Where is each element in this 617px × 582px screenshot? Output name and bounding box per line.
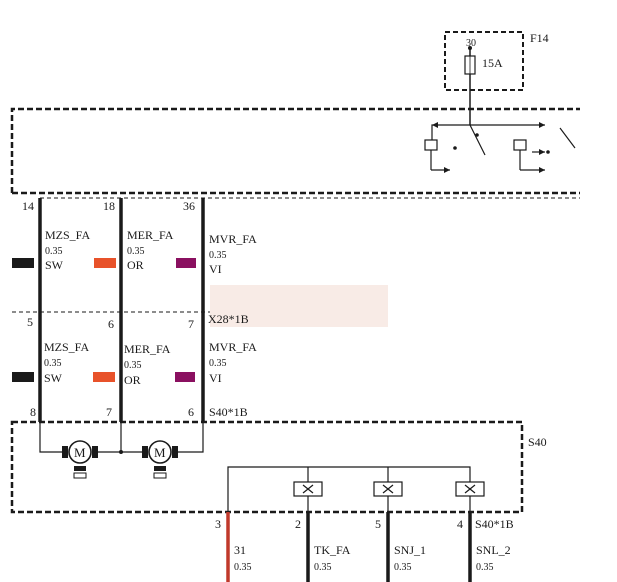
wire-gauge-tk-fa: 0.35: [314, 562, 332, 573]
connector-x28: X28*1B: [12, 311, 249, 326]
wire-gauge-mvr-upper: 0.35: [209, 250, 227, 261]
fuse-terminal-label: 30: [466, 38, 476, 49]
upper-wire-section: 14 18 36 MZS_FA 0.35 SW MER_FA 0.35 OR M…: [12, 198, 388, 327]
module-s40-label: S40: [528, 435, 547, 449]
pin-6-label: 6: [108, 317, 114, 331]
connector-s40-label-mid: S40*1B: [209, 405, 248, 419]
wire-gauge-31: 0.35: [234, 562, 252, 573]
fuse-id-label: F14: [530, 31, 549, 45]
wire-name-snl-2: SNL_2: [476, 543, 511, 557]
motor-1-icon: M: [62, 440, 98, 479]
wire-gauge-mzs-lower: 0.35: [44, 358, 62, 369]
wire-name-tk-fa: TK_FA: [314, 543, 351, 557]
pin-4-label: 4: [457, 517, 463, 531]
relay-right-icon: [470, 122, 576, 173]
module-s40: S40 M M: [10, 420, 547, 514]
color-swatch-or-upper: [94, 258, 116, 268]
color-swatch-or-lower: [93, 372, 115, 382]
wire-name-mzs-lower: MZS_FA: [44, 340, 89, 354]
color-swatch-vi-lower: [175, 372, 195, 382]
relay-left-icon: [424, 122, 486, 173]
lamp-2-icon: [373, 481, 403, 497]
lamp-1-icon: [293, 481, 323, 497]
wire-color-mvr-upper: VI: [209, 262, 222, 276]
wire-color-mzs-lower: SW: [44, 371, 63, 385]
pin-7-label: 7: [188, 317, 194, 331]
wire-name-mvr-lower: MVR_FA: [209, 340, 257, 354]
wire-color-mer-upper: OR: [127, 258, 144, 272]
pin-8-label: 8: [30, 405, 36, 419]
wire-color-mer-lower: OR: [124, 373, 141, 387]
pin-18-label: 18: [103, 199, 115, 213]
wire-gauge-mzs-upper: 0.35: [45, 246, 63, 257]
wire-name-mzs-upper: MZS_FA: [45, 228, 90, 242]
motor-2-icon: M: [142, 440, 178, 479]
wire-color-mzs-upper: SW: [45, 258, 64, 272]
pin-2-label: 2: [295, 517, 301, 531]
pin-36-label: 36: [183, 199, 195, 213]
wire-name-mer-lower: MER_FA: [124, 342, 171, 356]
svg-text:M: M: [74, 445, 86, 460]
wire-name-31: 31: [234, 543, 246, 557]
fuse-rating-label: 15A: [482, 56, 503, 70]
wire-color-mvr-lower: VI: [209, 371, 222, 385]
wire-name-mvr-upper: MVR_FA: [209, 232, 257, 246]
color-swatch-vi-upper: [176, 258, 196, 268]
svg-text:M: M: [154, 445, 166, 460]
control-unit-housing: [10, 90, 580, 199]
wire-gauge-mer-lower: 0.35: [124, 360, 142, 371]
pin-7-bottom-label: 7: [106, 405, 112, 419]
pin-6-bottom-label: 6: [188, 405, 194, 419]
wire-gauge-mer-upper: 0.35: [127, 246, 145, 257]
bottom-wire-section: 3 2 5 4 S40*1B 31 0.35 TK_FA 0.35 SNJ_1 …: [215, 512, 514, 582]
wire-gauge-snj-1: 0.35: [394, 562, 412, 573]
middle-wire-section: 5 6 7 MZS_FA 0.35 SW MER_FA 0.35 OR MVR_…: [12, 312, 257, 422]
connector-s40-label-bottom: S40*1B: [475, 517, 514, 531]
wire-gauge-snl-2: 0.35: [476, 562, 494, 573]
pin-5-bottom-label: 5: [375, 517, 381, 531]
pin-14-label: 14: [22, 199, 34, 213]
wire-name-snj-1: SNJ_1: [394, 543, 426, 557]
wire-name-mer-upper: MER_FA: [127, 228, 174, 242]
pin-3-label: 3: [215, 517, 221, 531]
lamp-3-icon: [455, 481, 485, 497]
pin-5-label: 5: [27, 315, 33, 329]
wire-gauge-mvr-lower: 0.35: [209, 358, 227, 369]
color-swatch-sw-lower: [12, 372, 34, 382]
fuse-f14: F14 30 15A: [444, 31, 549, 91]
color-swatch-sw-upper: [12, 258, 34, 268]
connector-x28-label: X28*1B: [208, 312, 249, 326]
blurred-watermark: [210, 285, 388, 327]
